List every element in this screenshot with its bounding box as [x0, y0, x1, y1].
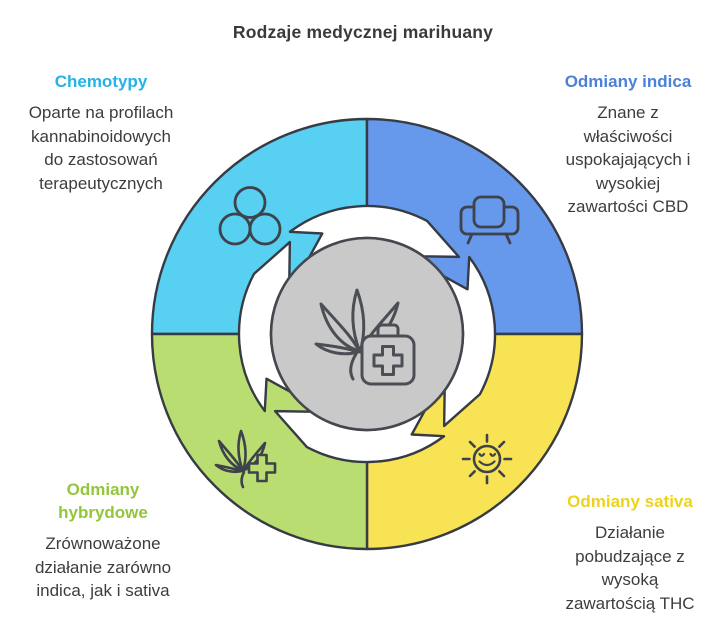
segment-heading: Chemotypy: [54, 72, 148, 91]
segment-description: Zrównoważone działanie zarówno indica, j…: [34, 534, 172, 600]
segment-label-chemotypes: Chemotypy Oparte na profilach kannabinoi…: [8, 70, 194, 195]
medical-cross-shape: [247, 453, 277, 483]
segment-description: Działanie pobudzające z wysoką zawartośc…: [565, 523, 695, 613]
page-title: Rodzaje medycznej marihuany: [232, 21, 494, 42]
smiling-sun-icon: [461, 433, 513, 485]
center-circle: [269, 236, 465, 432]
armchair-icon: [459, 195, 520, 245]
segment-heading: Odmiany sativa: [567, 492, 693, 511]
cannabis-leaf-cross-icon: [214, 429, 277, 489]
segment-label-hybrid: Odmiany hybrydowe Zrównoważone działanie…: [10, 478, 196, 603]
segment-label-sativa: Odmiany sativa Działanie pobudzające z w…: [537, 490, 723, 615]
quadrant-wedges: [150, 117, 584, 551]
first-aid-kit-shape: [360, 323, 416, 386]
segment-description: Oparte na profilach kannabinoidowych do …: [28, 103, 174, 193]
segment-label-indica: Odmiany indica Znane z właściwości uspok…: [535, 70, 721, 219]
segment-heading: Odmiany hybrydowe: [58, 480, 148, 522]
segment-description: Znane z właściwości uspokajających i wys…: [565, 103, 691, 216]
segment-heading: Odmiany indica: [564, 72, 692, 91]
molecule-circles-icon: [218, 186, 282, 246]
cannabis-medical-kit-icon: [314, 288, 416, 386]
